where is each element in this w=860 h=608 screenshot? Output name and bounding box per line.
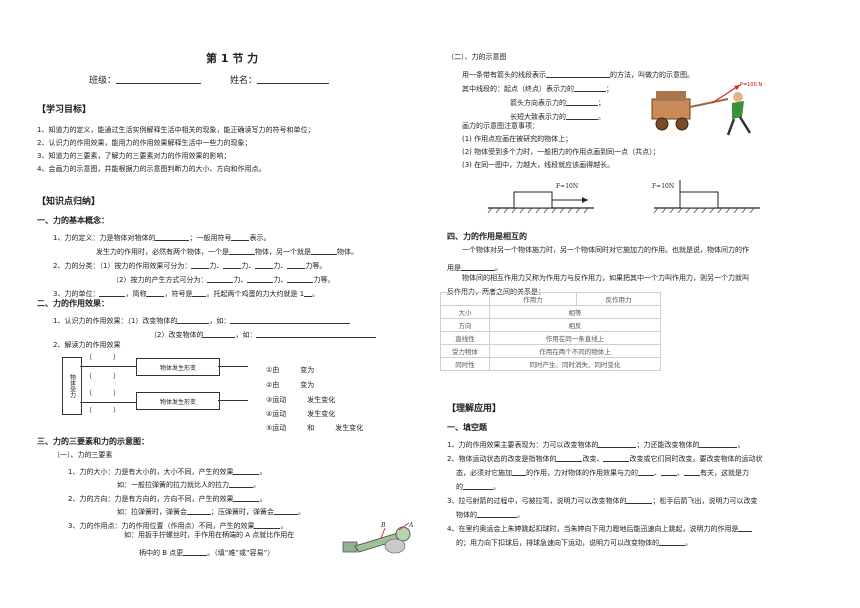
segment-start-line: 其中线段的：起点（终点）表示力的；: [462, 82, 613, 93]
object-box: 物体受力: [62, 357, 82, 415]
point-example-2: 柄中的 B 点更。（填“难”或“容易”）: [139, 546, 274, 557]
arrow-line: [80, 366, 136, 367]
mutual-line-2: 用是。: [447, 261, 502, 272]
mutual-line-3: 物体间的相互作用力又称为作用力与反作用力，如果把其中一个力叫作用力，则另一个力就…: [462, 274, 749, 282]
classification-line-1: 2、力的分类：（1）按力的作用效果可分为：力、力、力、力等。: [53, 259, 326, 270]
effect-item: ⑤运动 和 发生变化: [266, 424, 364, 432]
effect-item: ④运动 发生变化: [266, 410, 336, 418]
question-3-line-1: 3、拉弓射箭的过程中，弓被拉弯，说明力可以改变物体的；松手后箭飞出，说明力可以改…: [447, 494, 757, 505]
page-title: 第 1 节 力: [206, 52, 259, 65]
classification-line-2: （2）按力的产生方式可分为：力、力、力等。: [112, 273, 334, 284]
direction-example: 如：拉弹簧时，弹簧会；压弹簧时，弹簧会。: [117, 505, 305, 516]
question-1: 1、力的作用效果主要表现为：力可以改变物体的；力还能改变物体的。: [447, 438, 744, 449]
table-row: 直线性作用在同一条直线上: [440, 331, 661, 345]
summary-heading: 【知识点归纳】: [37, 197, 101, 207]
question-2-line-2: 态，必须对它施加的作用，力对物体的作用效果与力的、、有关，这就是力: [456, 466, 749, 477]
diagram-definition: 用一条带有箭头的线段表示的方法，叫做力的示意图。: [462, 68, 694, 79]
note-item: (1) 作用点应画在被研究的物体上；: [462, 135, 573, 143]
point-a-label: A: [408, 522, 414, 529]
note-item: (3) 在同一图中，力越大，线段就应该画得越长。: [462, 161, 615, 169]
three-elements-heading: （一）、力的三要素: [53, 451, 113, 459]
length-line: 长短大致表示力的。: [510, 110, 605, 121]
table-row: 大小相等: [440, 305, 661, 319]
blank-paren: （ ）: [85, 406, 120, 414]
question-4-line-1: 4、在里约奥运会上朱婷跳起扣球时，当朱婷向下用力蹬地后能迅速向上跳起，说明力的作…: [447, 522, 753, 533]
magnitude-line: 1、力的大小：力是有大小的，大小不同，产生的效果。: [68, 465, 266, 476]
action-reaction-table: 作用力 反作用力 大小相等 方向相反 直线性作用在同一条直线上 受力物体作用在两…: [440, 292, 661, 371]
notes-heading: 画力的示意图注意事项：: [462, 122, 539, 130]
section-4-heading: 四、力的作用是相互的: [447, 232, 527, 241]
table-row: 同时性同时产生、同时消失、同时变化: [440, 357, 661, 371]
diagram-section-heading: （二）、力的示意图: [447, 53, 507, 61]
deformation-box: 物体发生形变: [136, 358, 220, 376]
goal-item: 4、会画力的示意图，并能根据力的示意图判断力的大小、方向和作用点。: [37, 165, 266, 173]
goal-item: 1、知道力的定义，能通过生活实例解释生活中相关的现象，能正确读写力的符号和单位；: [37, 126, 315, 134]
effect-item: ①由 变为: [266, 366, 336, 374]
fill-blank-heading: 一、填空题: [447, 423, 487, 432]
force-diagram-short: F=10N: [487, 183, 594, 214]
point-b-label: B: [380, 522, 386, 529]
effect-line-1: 1、认识力的作用效果：（1）改变物体的，如：: [53, 314, 351, 325]
name-field[interactable]: 姓名：: [230, 74, 330, 86]
table-header-row: 作用力 反作用力: [440, 292, 661, 306]
force-diagram-long: F=10N: [652, 180, 760, 214]
effect-item: ③运动 发生变化: [266, 396, 336, 404]
question-3-line-2: 物体的。: [456, 508, 524, 519]
section-3-heading: 三、力的三要素和力的示意图：: [37, 437, 149, 446]
effect-item: ②由 变为: [266, 381, 336, 389]
point-example-1: 如：用扳手拧螺丝时，手作用在柄端的 A 点就比作用在: [124, 531, 295, 539]
section-2-heading: 二、力的作用效果：: [37, 299, 109, 308]
note-item: (2) 物体受到多个力时，一般把力的作用点画到同一点（共点）；: [462, 148, 660, 156]
apply-heading: 【理解应用】: [447, 404, 502, 414]
force-label-2: F=10N: [652, 183, 674, 190]
unit-line: 3、力的单位：，简称，符号是。托起两个鸡蛋的力大约就是 1。: [53, 287, 319, 298]
motion-box: 物体发生形变: [136, 392, 220, 410]
wrench-illustration: A B: [342, 522, 414, 554]
section-1-heading: 一、力的基本概念：: [37, 216, 109, 225]
magnitude-example: 如：一般拉弹簧的拉力就比人的拉力。: [117, 478, 260, 489]
force-label: P=100 N: [740, 82, 762, 88]
point-line: 3、力的作用点：力的作用位置（作用点）不同，产生的效果。: [68, 519, 287, 530]
effect-diagram-label: 2、解读力的作用效果: [53, 341, 121, 349]
definition-line: 1、力的定义：力是物体对物体的；一般用符号表示。: [53, 231, 270, 242]
arrow-direction-line: 箭头方向表示力的；: [510, 96, 605, 107]
blank-paren: （ ）: [85, 372, 120, 380]
arrow-line: [80, 402, 136, 403]
question-4-line-2: 的；用力向下扣球后，排球急速向下运动，说明力可以改变物体的。: [456, 536, 692, 547]
two-objects-line: 发生力的作用时，必然有两个物体，一个是物体，另一个就是物体。: [96, 245, 358, 256]
mutual-line-1: 一个物体对另一个物体施力时，另一个物体同时对它施加力的作用。也就是说，物体间力的…: [462, 246, 749, 254]
class-field[interactable]: 班级：: [89, 74, 202, 86]
force-label-1: F=10N: [556, 183, 578, 190]
goal-item: 2、认识力的作用效果，能用力的作用效果解释生活中一些力的现象；: [37, 139, 252, 147]
blank-paren: （ ）: [85, 353, 120, 361]
question-2-line-3: 的。: [456, 480, 500, 491]
effect-line-2: （2）改变物体的，如：: [150, 328, 377, 339]
direction-line: 2、力的方向：力是有方向的，方向不同，产生的效果。: [68, 492, 266, 503]
table-row: 受力物体作用在两个不同的物体上: [440, 344, 661, 358]
question-2-line-1: 2、物体运动状态的改变是指物体的改变、改变或它们同时改变。要改变物体的运动状: [447, 452, 762, 463]
table-row: 方向相反: [440, 318, 661, 332]
goal-item: 3、知道力的三要素，了解力的三要素对力的作用效果的影响；: [37, 152, 231, 160]
goals-heading: 【学习目标】: [37, 105, 92, 115]
blank-paren: （ ）: [85, 389, 120, 397]
cart-pulling-illustration: P=100 N: [651, 82, 762, 136]
